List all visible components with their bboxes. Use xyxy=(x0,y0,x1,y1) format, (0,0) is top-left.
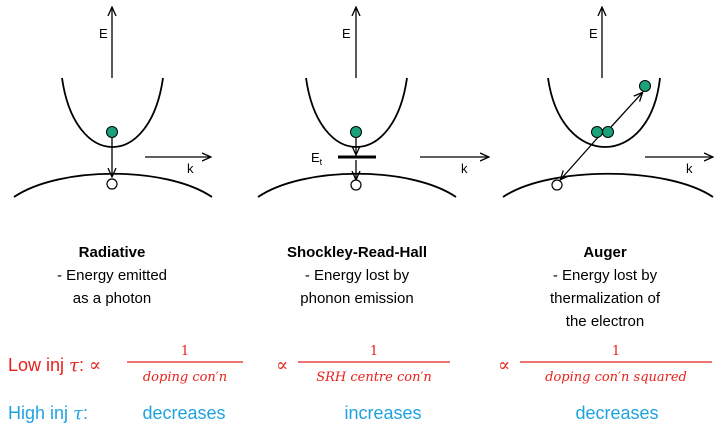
hole xyxy=(551,179,563,191)
fraction-denominator: doping con′n squared xyxy=(545,370,687,385)
srh-high-inj-value: increases xyxy=(344,403,421,423)
electron xyxy=(602,126,614,138)
radiative-title: Radiative xyxy=(79,244,146,261)
trap-level-label: Et xyxy=(311,150,323,167)
momentum-axis-label: k xyxy=(461,161,468,176)
auger-desc-line: - Energy lost by xyxy=(553,267,658,284)
hole xyxy=(106,178,118,190)
auger-high-inj-value: decreases xyxy=(575,403,658,423)
conduction-band xyxy=(547,77,661,148)
radiative-high-inj-value: decreases xyxy=(142,403,225,423)
excited-electron xyxy=(639,80,651,92)
srh-panel: E k Et xyxy=(257,8,488,198)
high-injection-row: High inj τ: decreases increases decrease… xyxy=(8,403,659,424)
high-inj-label: High inj τ: xyxy=(8,403,88,424)
radiative-panel: E k xyxy=(13,8,213,198)
recombination-arrow xyxy=(561,133,602,179)
auger-desc-line: thermalization of xyxy=(550,290,661,307)
hole xyxy=(350,179,362,191)
low-inj-label: Low inj τ: ∝ xyxy=(8,355,101,376)
fraction-numerator: 1 xyxy=(370,344,378,359)
srh-desc-line: phonon emission xyxy=(300,290,413,307)
low-injection-row: Low inj τ: ∝ 1 doping con′n ∝ 1 SRH cent… xyxy=(8,344,712,385)
electron xyxy=(106,126,118,138)
momentum-axis-label: k xyxy=(686,161,693,176)
fraction-numerator: 1 xyxy=(612,344,620,359)
auger-panel: E k xyxy=(502,8,714,198)
radiative-desc-line: - Energy emitted xyxy=(57,267,167,284)
proportional-symbol: ∝ xyxy=(498,355,510,376)
proportional-symbol: ∝ xyxy=(276,355,288,376)
panel-captions: Radiative - Energy emitted as a photon S… xyxy=(57,244,661,330)
electron xyxy=(591,126,603,138)
auger-desc-line: the electron xyxy=(566,313,644,330)
energy-axis-label: E xyxy=(342,26,351,41)
excitation-arrow xyxy=(610,93,642,128)
srh-desc-line: - Energy lost by xyxy=(305,267,410,284)
energy-axis-label: E xyxy=(99,26,108,41)
momentum-axis-label: k xyxy=(187,161,194,176)
electron xyxy=(350,126,362,138)
srh-title: Shockley-Read-Hall xyxy=(287,244,427,261)
radiative-desc-line: as a photon xyxy=(73,290,151,307)
fraction-denominator: SRH centre con′n xyxy=(316,370,432,385)
fraction-denominator: doping con′n xyxy=(143,370,227,385)
valence-band xyxy=(502,172,714,198)
energy-axis-label: E xyxy=(589,26,598,41)
auger-title: Auger xyxy=(583,244,627,261)
fraction-numerator: 1 xyxy=(181,344,189,359)
